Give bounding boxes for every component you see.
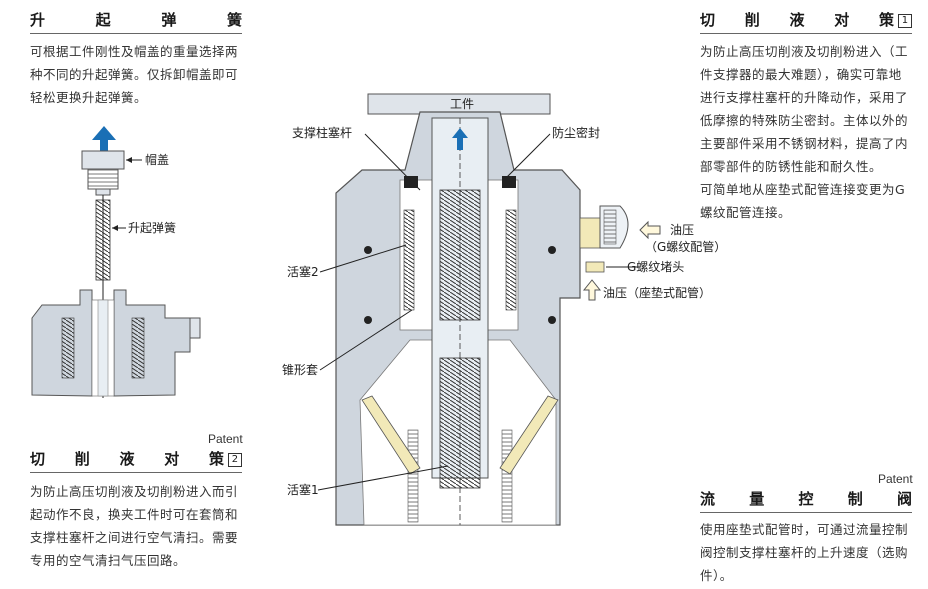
flow-patent-label: Patent — [878, 472, 913, 486]
coolant2-description: 为防止高压切削液及切削粉进入而引 起动作不良，换夹工件时可在套筒和 支撑柱塞杆之… — [30, 484, 239, 568]
oil-pressure-g-arrow-icon — [639, 220, 661, 240]
piston1-label: 活塞1 — [287, 482, 319, 497]
dust-seal-label: 防尘密封 — [552, 125, 600, 140]
spring-title-chars: 升 起 弹 簧 — [30, 11, 242, 29]
cap-label: 帽盖 — [145, 152, 169, 167]
g-thread-pipe-label: （G螺纹配管） — [645, 239, 726, 254]
lower-body-part — [31, 289, 201, 397]
dust-seal-right — [502, 176, 516, 188]
workpiece-block: 工件 — [367, 93, 551, 115]
oil-pressure-pad-label: 油压（座垫式配管） — [603, 285, 711, 300]
g-thread-fitting — [579, 205, 629, 249]
cone-sleeve-left — [361, 395, 421, 475]
cone-sleeve-label: 锥形套 — [282, 363, 318, 377]
spring-section-title: 升 起 弹 簧 — [30, 10, 242, 34]
workpiece-label: 工件 — [450, 97, 474, 111]
flow-section-title: 流 量 控 制 阀 — [700, 489, 912, 513]
coolant2-number-badge: 2 — [227, 453, 242, 467]
flow-title-chars: 流 量 控 制 阀 — [700, 490, 912, 508]
g-plug — [585, 261, 605, 273]
cap-part — [81, 150, 125, 196]
flow-description: 使用座垫式配管时，可通过流量控制 阀控制支撑柱塞杆的上升速度（选购 件）。 — [700, 522, 909, 583]
coolant1-description: 为防止高压切削液及切削粉进入（工 件支撑器的最大难题），确实可靠地 进行支撑柱塞… — [700, 44, 909, 220]
lift-spring-label: 升起弹簧 — [128, 220, 176, 235]
spring-exploded-diagram: 帽盖 升起弹簧 — [31, 126, 201, 398]
spring-description: 可根据工件刚性及帽盖的重量选择两 种不同的升起弹簧。仅拆卸帽盖即可 轻松更换升起… — [30, 44, 239, 105]
piston2-label: 活塞2 — [287, 264, 319, 279]
oil-pressure-pad-arrow-icon — [582, 279, 602, 301]
oil-pressure-g-label: 油压 — [670, 223, 694, 237]
plunger-rod-label: 支撑柱塞杆 — [292, 125, 352, 140]
coolant2-patent-label: Patent — [208, 432, 243, 446]
g-plug-label: G螺纹堵头 — [627, 260, 684, 274]
cone-sleeve-right — [499, 395, 559, 475]
plunger-up-arrow-icon — [452, 128, 468, 150]
main-cross-section-diagram: 工件 — [282, 93, 726, 526]
lift-arrow-icon — [92, 126, 116, 152]
coolant1-number-badge: 1 — [897, 14, 912, 28]
